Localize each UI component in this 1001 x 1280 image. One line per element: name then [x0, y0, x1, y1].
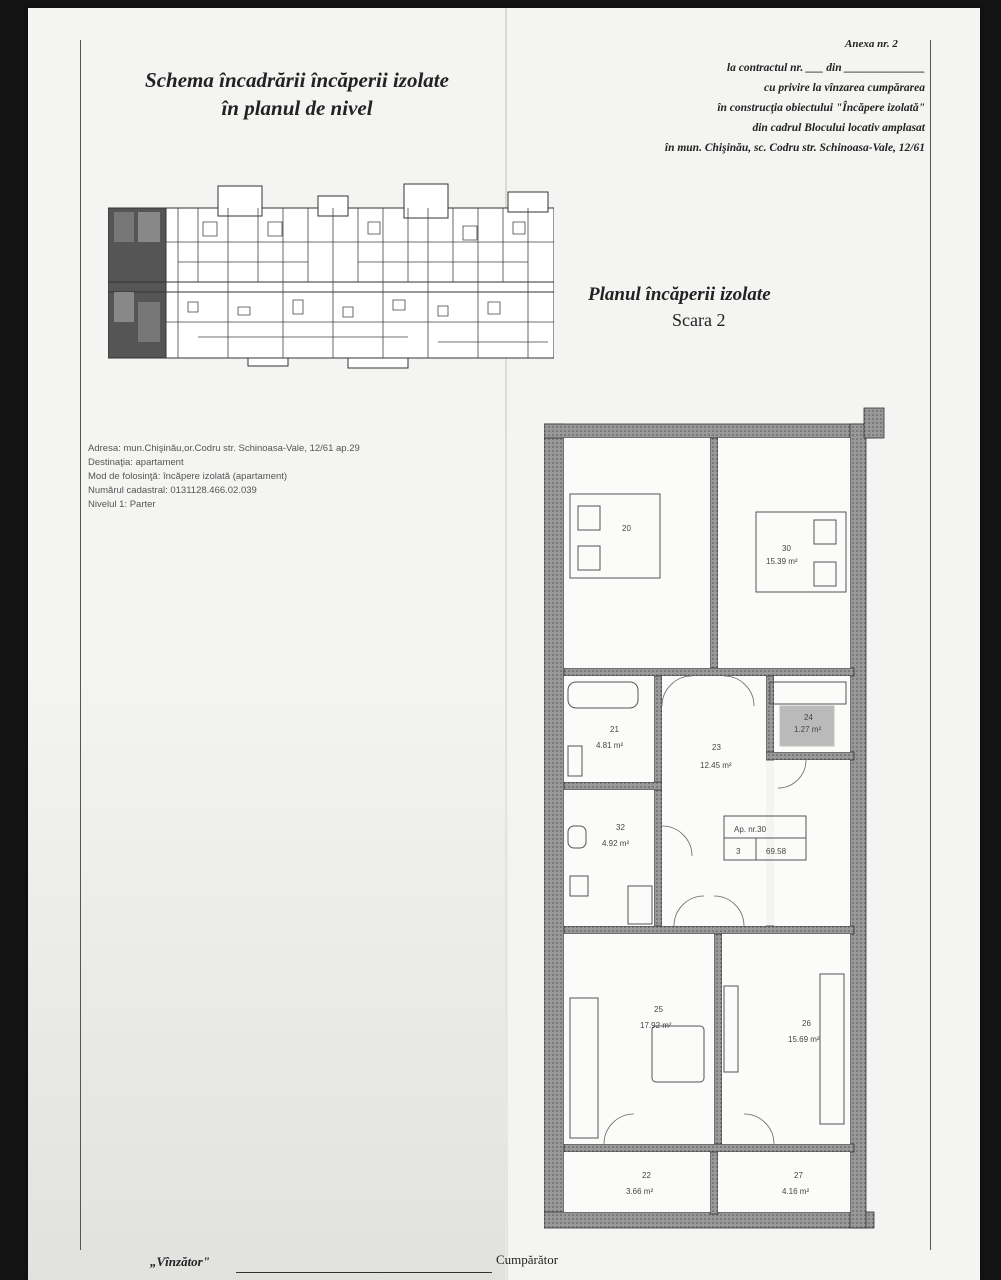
apartment-area: 69.58 [766, 847, 787, 856]
contract-line: din cadrul Blocului locativ amplasat [752, 122, 925, 134]
paper-shadow [28, 660, 508, 1280]
property-info: Adresa: mun.Chişinău,or.Codru str. Schin… [88, 442, 360, 512]
room-30-number: 30 [782, 544, 791, 553]
room-27-number: 27 [794, 1171, 803, 1180]
info-address: Adresa: mun.Chişinău,or.Codru str. Schin… [88, 443, 360, 454]
buyer-signature-label: Cumpărător [496, 1252, 559, 1267]
room-21-number: 21 [610, 725, 619, 734]
contract-reference: la contractul nr. ___ din ______________… [540, 58, 925, 158]
contract-line: în mun. Chişinău, sc. Codru str. Schinoa… [664, 142, 925, 154]
level-floor-plan [108, 183, 554, 369]
room-32-number: 32 [616, 823, 625, 832]
room-30-area: 15.39 m² [766, 557, 798, 566]
staircase-label: Scara 2 [672, 310, 726, 330]
scheme-title: Schema încadrării încăperii izolate în p… [112, 66, 482, 122]
room-24-area: 1.27 m² [794, 725, 821, 734]
info-usage: Mod de folosinţă: încăpere izolată (apar… [88, 471, 288, 482]
contract-line: cu privire la vînzarea cumpărarea [764, 82, 925, 94]
room-26-area: 15.69 m² [788, 1035, 820, 1044]
seller-signature-label: „Vînzător" [150, 1254, 210, 1269]
room-22-area: 3.66 m² [626, 1187, 653, 1196]
room-21-area: 4.81 m² [596, 741, 623, 750]
room-20-number: 20 [622, 524, 631, 533]
apartment-label: Ap. nr.30 [734, 825, 767, 834]
paper-fold [505, 8, 507, 1280]
room-27-area: 4.16 m² [782, 1187, 809, 1196]
room-23-area: 12.45 m² [700, 761, 732, 770]
room-22-number: 22 [642, 1171, 651, 1180]
border-line-right [930, 40, 931, 1250]
border-line-left [80, 40, 81, 1250]
plan-title: Planul încăperii izolate [588, 284, 771, 305]
info-purpose: Destinaţia: apartament [88, 457, 184, 468]
room-26-number: 26 [802, 1019, 811, 1028]
signature-line [236, 1272, 492, 1273]
room-32-area: 4.92 m² [602, 839, 629, 848]
room-23-number: 23 [712, 743, 721, 752]
room-25-area: 17.92 m² [640, 1021, 672, 1030]
contract-line: la contractul nr. ___ din ______________ [726, 62, 925, 74]
annex-number: Anexa nr. 2 [845, 38, 898, 50]
apartment-plan: 20 30 15.39 m² 21 4.81 m² 23 12.45 m² 24… [544, 407, 885, 1229]
info-cadastral: Numărul cadastral: 0131128.466.02.039 [88, 485, 257, 496]
scheme-title-line1: Schema încadrării încăperii izolate [145, 68, 449, 92]
room-25-number: 25 [654, 1005, 663, 1014]
scheme-title-line2: în planul de nivel [221, 96, 373, 120]
apartment-room-count: 3 [736, 847, 741, 856]
contract-line: în construcţia obiectului "Încăpere izol… [717, 102, 925, 114]
room-24-number: 24 [804, 713, 813, 722]
info-level: Nivelul 1: Parter [88, 499, 156, 510]
